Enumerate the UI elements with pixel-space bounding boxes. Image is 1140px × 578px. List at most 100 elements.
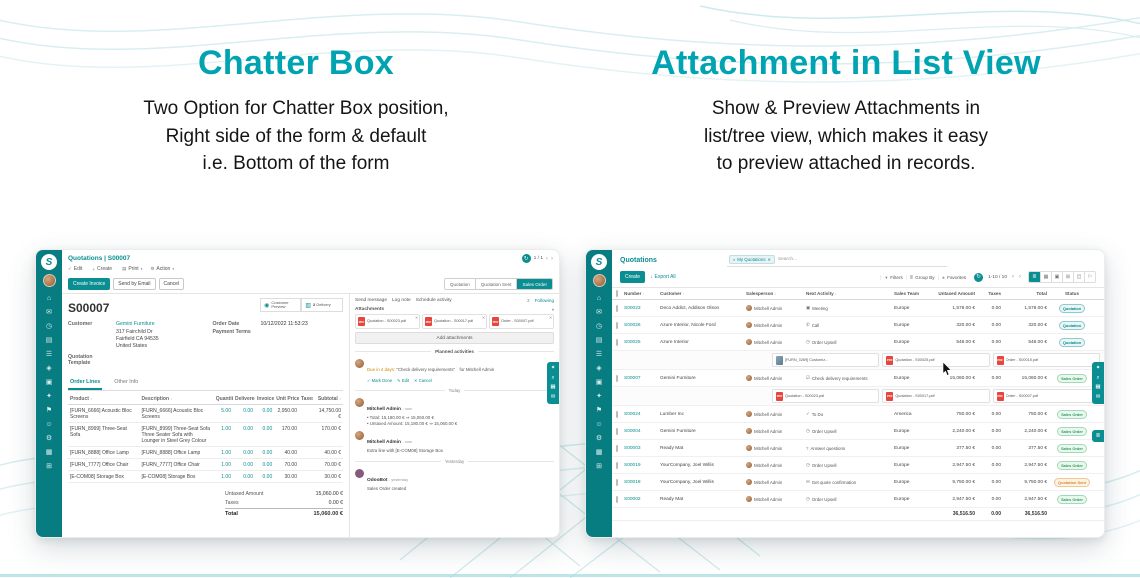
attachment-chip[interactable]: PDF Quotation - S00017.pdf ✕ xyxy=(422,314,487,329)
next-activity-cell[interactable]: ◷ Order Upsell xyxy=(806,496,837,502)
user-avatar[interactable] xyxy=(42,274,56,287)
notebook-tab[interactable]: Other Info xyxy=(114,379,139,386)
send-message-button[interactable]: Send message xyxy=(355,298,387,303)
notebook-tab[interactable]: Order Lines xyxy=(68,377,103,391)
attachment-chip[interactable]: PDF Quotation - S00025.pdf xyxy=(882,353,990,367)
order-line-row[interactable]: [FURN_6666] Acoustic Bloc Screens [FURN_… xyxy=(68,404,343,424)
column-header[interactable]: Next Activity↕ xyxy=(806,291,837,296)
app-icon[interactable]: ☺ xyxy=(45,420,53,428)
smart-button[interactable]: ◉ Customer Preview xyxy=(260,298,302,312)
order-line-row[interactable]: [FURN_8888] Office Lamp [FURN_8888] Offi… xyxy=(68,446,343,460)
quick-tool-icon[interactable]: ⌕ xyxy=(551,374,555,381)
order-line-row[interactable]: [FURN_7777] Office Chair [FURN_7777] Off… xyxy=(68,458,343,472)
app-logo-icon[interactable]: S xyxy=(41,254,57,270)
app-icon[interactable]: ◈ xyxy=(596,365,602,372)
row-checkbox[interactable] xyxy=(616,321,618,329)
app-icon[interactable]: ✦ xyxy=(596,393,602,400)
next-activity-cell[interactable]: ◷ Order Upsell xyxy=(806,339,837,345)
next-activity-cell[interactable]: ✆ Call xyxy=(806,322,820,328)
next-activity-cell[interactable]: ? Answer questions xyxy=(806,445,846,451)
order-number[interactable]: S00026 xyxy=(624,322,641,328)
remove-attachment-icon[interactable]: ✕ xyxy=(548,316,552,320)
quick-tool-icon[interactable]: ✦ xyxy=(1095,365,1101,371)
header-button[interactable]: Create Invoice xyxy=(68,278,111,290)
app-icon[interactable]: ☺ xyxy=(595,420,603,428)
remove-attachment-icon[interactable]: ✕ xyxy=(414,316,418,320)
table-row[interactable]: S00003 Ready Mat Mitchell Admin ? Answer… xyxy=(612,440,1104,457)
view-switch-icon[interactable]: ▣ xyxy=(1051,272,1062,282)
app-icon[interactable]: ⊞ xyxy=(596,463,602,470)
order-number[interactable]: S00019 xyxy=(624,462,641,468)
app-icon[interactable]: ⌂ xyxy=(46,294,52,302)
quick-tool-icon[interactable]: ✉ xyxy=(550,393,556,400)
search-bar[interactable]: ⌕ My Quotations ✕ Search... xyxy=(726,254,947,267)
app-icon[interactable]: ◈ xyxy=(46,365,52,372)
refresh-icon[interactable]: ↻ xyxy=(521,254,531,263)
attachment-chip[interactable]: PDF Quotation - S00017.pdf xyxy=(882,389,990,403)
attachment-chip[interactable]: PDF Quotation - S00023.pdf xyxy=(772,389,880,403)
header-button[interactable]: Cancel xyxy=(158,278,185,290)
toolbar-button[interactable]: ⚙ Action ▾ xyxy=(150,266,174,272)
view-switch-icon[interactable]: ▦ xyxy=(1040,272,1051,282)
view-switch-icon[interactable]: ⚐ xyxy=(1084,272,1095,282)
quick-tool-icon[interactable]: ▦ xyxy=(550,384,556,390)
search-facet[interactable]: ⌕ My Quotations ✕ xyxy=(728,255,775,264)
order-line-row[interactable]: [E-COM08] Storage Box [E-COM08] Storage … xyxy=(68,470,343,484)
schedule-activity-button[interactable]: Schedule activity xyxy=(415,298,452,303)
user-avatar[interactable] xyxy=(592,274,606,287)
app-icon[interactable]: ✉ xyxy=(46,309,52,316)
search-option-menu[interactable]: ★ Favorites xyxy=(937,274,970,280)
next-activity-cell[interactable]: ▣ Meeting xyxy=(806,305,828,311)
create-button[interactable]: Create xyxy=(620,271,646,283)
header-button[interactable]: Send by Email xyxy=(113,278,156,290)
order-number[interactable]: S00007 xyxy=(624,375,641,381)
mark-done-button[interactable]: ✓ Mark Done xyxy=(367,378,393,383)
pager-prev-icon[interactable]: ‹ xyxy=(546,255,548,262)
pager-next-icon[interactable]: › xyxy=(551,255,553,262)
row-checkbox[interactable] xyxy=(616,410,618,418)
view-switch-icon[interactable]: ⊞ xyxy=(1062,272,1073,282)
table-row[interactable]: S00025 Azure Interior Mitchell Admin ◷ O… xyxy=(612,334,1104,351)
app-icon[interactable]: ⚑ xyxy=(45,407,53,414)
quick-tool-icon[interactable]: ✦ xyxy=(550,365,556,371)
column-header[interactable]: Taxes xyxy=(988,291,1001,296)
app-icon[interactable]: ▦ xyxy=(595,449,603,456)
table-row[interactable]: S00026 Azure Interior, Nicole Ford Mitch… xyxy=(612,317,1104,334)
remove-attachment-icon[interactable]: ✕ xyxy=(481,316,485,320)
row-checkbox[interactable] xyxy=(616,461,618,469)
app-icon[interactable]: ☰ xyxy=(45,351,53,358)
table-row[interactable]: S00024 Lumber Inc Mitchell Admin ✓ To Do… xyxy=(612,406,1104,423)
app-icon[interactable]: ⚑ xyxy=(595,407,603,414)
row-checkbox[interactable] xyxy=(616,495,618,503)
table-row[interactable]: S00007 Gemini Furniture Mitchell Admin ☑… xyxy=(612,370,1104,387)
view-switch-icon[interactable]: ≣ xyxy=(1029,272,1040,282)
next-activity-cell[interactable]: ✉ Get quote confirmation xyxy=(806,479,857,485)
app-icon[interactable]: ⌂ xyxy=(596,294,602,302)
chatter-message[interactable]: Mitchell Admin - now • Total: 15,180.00 … xyxy=(355,397,554,426)
table-row[interactable]: S00023 Deco Addict, Addison Olson Mitche… xyxy=(612,300,1104,317)
toolbar-button[interactable]: ✓ Edit xyxy=(68,266,84,272)
quick-tool-icon[interactable]: ✉ xyxy=(1095,393,1101,400)
smart-button[interactable]: ▥ 2 Delivery xyxy=(301,298,343,312)
search-option-menu[interactable]: ▼ Filters xyxy=(880,274,905,280)
next-activity-cell[interactable]: ☑ Check delivery requirements xyxy=(806,375,868,381)
app-icon[interactable]: ▤ xyxy=(595,337,603,344)
next-activity-cell[interactable]: ◷ Order Upsell xyxy=(806,428,837,434)
chevron-down-icon[interactable]: ▾ xyxy=(551,307,554,312)
order-date-value[interactable]: 10/12/2022 11:53:23 xyxy=(260,321,308,327)
app-icon[interactable]: ⚙ xyxy=(45,435,53,442)
order-number[interactable]: S00024 xyxy=(624,411,641,417)
chatter-message[interactable]: OdooBot - yesterday Sales Order created xyxy=(355,468,554,492)
chatter-message[interactable]: Mitchell Admin - now Extra line with [E-… xyxy=(355,430,554,454)
attachment-chip[interactable]: PDF Order - S00007.pdf xyxy=(992,389,1100,403)
refresh-icon[interactable]: ↻ xyxy=(974,272,984,282)
app-icon[interactable]: ◷ xyxy=(595,323,603,330)
quick-tool-icon[interactable]: ▦ xyxy=(1095,384,1101,390)
column-header[interactable]: Untaxed Amount xyxy=(938,291,975,296)
table-row[interactable]: S00018 YourCompany, Joel Willis Mitchell… xyxy=(612,474,1104,491)
customer-value[interactable]: Gemini Furniture xyxy=(116,321,155,327)
app-icon[interactable]: ▣ xyxy=(595,379,603,386)
quick-tool-extra-icon[interactable]: ≣ xyxy=(1092,430,1104,442)
app-icon[interactable]: ◷ xyxy=(45,323,53,330)
app-icon[interactable]: ▦ xyxy=(45,449,53,456)
